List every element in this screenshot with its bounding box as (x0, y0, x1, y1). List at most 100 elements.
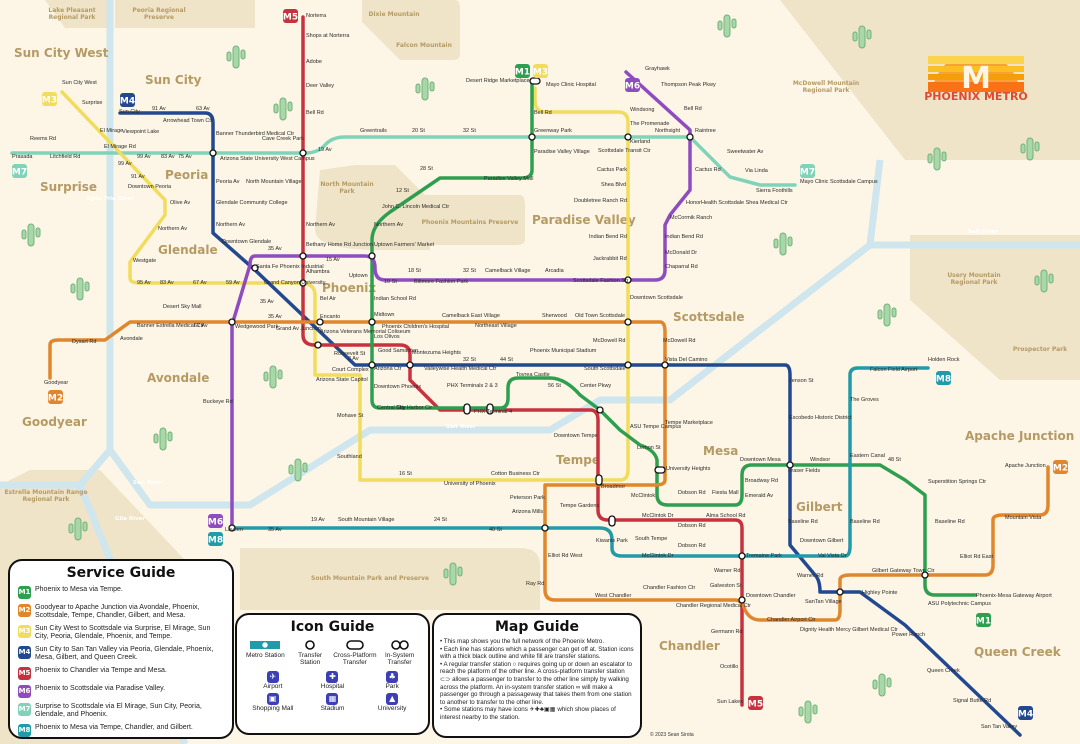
station[interactable]: Greenway Park (534, 128, 572, 134)
station[interactable]: South Tempe (635, 536, 667, 542)
station[interactable]: SanTan Village (805, 599, 842, 605)
station[interactable]: Galveston St (710, 583, 742, 589)
station[interactable]: West Chandler (595, 593, 631, 599)
station[interactable]: The Promenade (630, 121, 669, 127)
badge-m4-south[interactable]: M4 (1018, 706, 1033, 720)
station[interactable]: Scottsdale Transit Ctr (598, 148, 651, 154)
station[interactable]: South Scottsdale (584, 366, 626, 372)
station[interactable]: Elliot Rd East (960, 554, 993, 560)
station[interactable]: Midtown (374, 312, 394, 318)
station[interactable]: 99 Av (137, 154, 151, 160)
station[interactable]: Cactus Park (597, 167, 627, 173)
station[interactable]: 10 St (384, 279, 397, 285)
station[interactable]: Bell Rd (306, 110, 324, 116)
station[interactable]: Apache Junction (1005, 463, 1046, 469)
station[interactable]: PHX Terminal 4 (474, 409, 512, 415)
station[interactable]: Northern Av (374, 222, 403, 228)
station[interactable]: Buckeye Rd (203, 399, 233, 405)
station[interactable]: Phoenix Municipal Stadium (530, 348, 597, 354)
station[interactable]: Downtown Scottsdale (630, 295, 683, 301)
station[interactable]: Banner Estrella Medical Ctr (137, 323, 204, 329)
station[interactable]: Baseline Rd (850, 519, 880, 525)
station[interactable]: Ray Rd (526, 581, 544, 587)
station[interactable]: Bel Air (320, 296, 336, 302)
station[interactable]: Paradise Valley Village (534, 149, 590, 155)
station[interactable]: 12 St (396, 188, 409, 194)
station[interactable]: Prasada (12, 154, 33, 160)
station[interactable]: Surprise (82, 100, 102, 106)
station[interactable]: Downtown Mesa (740, 457, 782, 463)
station[interactable]: Arizona State University West Campus (220, 156, 315, 162)
station[interactable]: Mountain Vista (1005, 515, 1042, 521)
station[interactable]: Peoria Av (216, 179, 240, 185)
station[interactable]: El Mirage Rd (104, 144, 136, 150)
station[interactable]: Doubletree Ranch Rd (574, 198, 627, 204)
station[interactable]: Litchfield Rd (50, 154, 80, 160)
station[interactable]: 35 Av (268, 246, 282, 252)
station[interactable]: Eastern Canal (850, 453, 885, 459)
station[interactable]: Indian School Rd (374, 296, 416, 302)
station[interactable]: 59 Av (226, 280, 240, 286)
station[interactable]: Desert Sky Mall (163, 304, 202, 310)
station[interactable]: 95 Av (137, 280, 151, 286)
station[interactable]: Cave Creek Park (262, 136, 304, 142)
station[interactable]: Southland (337, 454, 362, 460)
station[interactable]: Downtown Phoenix (374, 384, 421, 390)
badge-m6[interactable]: M6 (625, 78, 640, 92)
station[interactable]: Lemon St (637, 445, 661, 451)
badge-m5[interactable]: M5 (283, 9, 298, 23)
station[interactable]: Shea Blvd (601, 182, 626, 188)
station[interactable]: 44 St (500, 357, 513, 363)
station[interactable]: Indian Bend Rd (665, 234, 703, 240)
badge-m2-east[interactable]: M2 (1053, 460, 1068, 474)
station[interactable]: Camelback Village (485, 268, 530, 274)
station[interactable]: Cactus Rd (695, 167, 721, 173)
station[interactable]: McCormik Ranch (670, 215, 712, 221)
station[interactable]: Northern Av (216, 222, 245, 228)
station[interactable]: Mayo Clinic Scottsdale Campus (800, 179, 878, 185)
station[interactable]: Signal Butte Rd (953, 698, 991, 704)
station[interactable]: Phoenix Children's Hospital (382, 324, 449, 330)
station[interactable]: University of Phoenix (444, 481, 496, 487)
line-m4[interactable] (118, 111, 1022, 737)
station[interactable]: 67 Av (194, 323, 208, 329)
station[interactable]: Sun City (119, 109, 140, 115)
station[interactable]: Chandler Fashion Ctr (643, 585, 695, 591)
station[interactable]: Old Town Scottsdale (575, 313, 625, 319)
station[interactable]: Tovrea Castle (516, 372, 550, 378)
station[interactable]: Northern Av (306, 222, 335, 228)
station[interactable]: 19 Av (318, 147, 332, 153)
station[interactable]: McClintok Dr (642, 553, 674, 559)
station[interactable]: Downtown Glendale (222, 239, 271, 245)
station[interactable]: South Mountain Village (338, 517, 394, 523)
station[interactable]: 28 St (420, 166, 433, 172)
station[interactable]: Arizona State Capitol (316, 377, 368, 383)
station[interactable]: Sweetwater Av (727, 149, 764, 155)
station[interactable]: Gilbert Gateway Town Ctr (872, 568, 935, 574)
station[interactable]: Cotton Business Ctr (491, 471, 540, 477)
station[interactable]: Windsong (630, 107, 654, 113)
station[interactable]: Fiesta Mall (712, 490, 739, 496)
station[interactable]: Dobson Rd (678, 543, 706, 549)
station[interactable]: Banner Thunderbird Medical Ctr (216, 131, 294, 137)
line-m1[interactable] (370, 78, 977, 597)
station[interactable]: Bell Rd (534, 110, 552, 116)
station[interactable]: 91 Av (131, 174, 145, 180)
station[interactable]: Sherwood (542, 313, 567, 319)
station[interactable]: Alma School Rd (706, 513, 745, 519)
station[interactable]: Greentrails (360, 128, 387, 134)
station[interactable]: Downtown Gilbert (800, 538, 844, 544)
station[interactable]: 75 Av (178, 154, 192, 160)
station[interactable]: Arcadia (545, 268, 565, 274)
station[interactable]: Deer Valley (306, 83, 334, 89)
station[interactable]: Alhambra (306, 269, 330, 275)
station[interactable]: 40 St (489, 527, 502, 533)
station[interactable]: Falcon Field Airport (870, 367, 918, 373)
station[interactable]: Grayhawk (645, 66, 670, 72)
station[interactable]: 48 St (888, 457, 901, 463)
station[interactable]: Desert Ridge Marketplace (466, 78, 530, 84)
line-m7[interactable] (10, 135, 797, 187)
station[interactable]: Montezuma Heights (412, 350, 461, 356)
station[interactable]: ASU Polytechnic Campus (928, 601, 991, 607)
station[interactable]: McDowell Rd (663, 338, 695, 344)
